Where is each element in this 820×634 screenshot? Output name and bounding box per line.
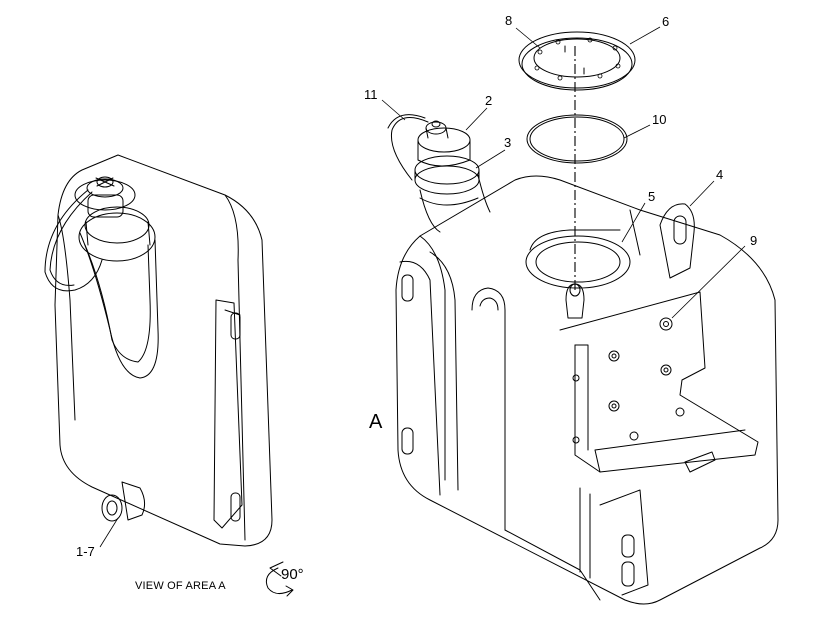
gasket-ring-inner xyxy=(529,116,625,162)
view-of-area-label: VIEW OF AREA A xyxy=(135,580,226,592)
gasket-ring xyxy=(526,114,628,164)
rotation-label: 90° xyxy=(281,566,304,583)
callout-11: 11 xyxy=(364,87,378,102)
right-tank-view xyxy=(387,114,779,605)
callout-3: 3 xyxy=(504,135,512,150)
callout-8: 8 xyxy=(505,13,513,28)
leader-lines xyxy=(381,26,746,319)
callout-10: 10 xyxy=(652,112,667,127)
callout-1-7: 1-7 xyxy=(76,544,95,559)
area-marker: A xyxy=(369,411,383,433)
callout-6: 6 xyxy=(662,14,670,29)
callout-2: 2 xyxy=(485,93,493,108)
rotation-arrow-icon xyxy=(265,561,294,597)
callout-9: 9 xyxy=(750,233,758,248)
left-tank-view xyxy=(44,154,273,548)
callout-5: 5 xyxy=(648,189,656,204)
sender-flange-ring xyxy=(518,31,636,91)
callout-4: 4 xyxy=(716,167,724,182)
